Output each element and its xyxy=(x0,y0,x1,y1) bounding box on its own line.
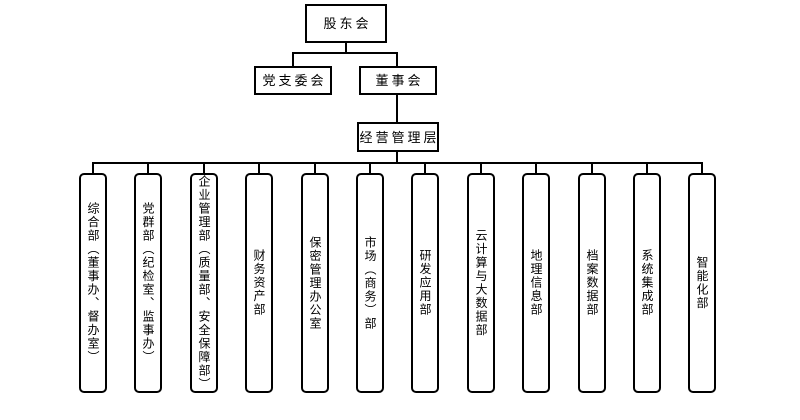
connector-line xyxy=(369,162,371,173)
connector-line xyxy=(535,162,537,173)
connector-line xyxy=(396,152,398,162)
department-box: 系统集成部 xyxy=(633,173,661,393)
connector-line xyxy=(203,162,205,173)
department-label: 智能化部 xyxy=(695,256,709,310)
department-label: 综合部（董事办、督办室） xyxy=(86,202,100,364)
connector-line xyxy=(292,52,294,66)
connector-line xyxy=(424,162,426,173)
department-label: 财务资产部 xyxy=(252,249,266,317)
node-shareholders: 股东会 xyxy=(305,4,387,43)
connector-line xyxy=(480,162,482,173)
connector-line xyxy=(396,52,398,66)
department-label: 党群部（纪检室、监事办） xyxy=(141,202,155,364)
department-box: 综合部（董事办、督办室） xyxy=(79,173,107,393)
department-box: 党群部（纪检室、监事办） xyxy=(134,173,162,393)
department-box: 企业管理部（质量部、安全保障部） xyxy=(190,173,218,393)
connector-line xyxy=(314,162,316,173)
department-box: 云计算与大数据部 xyxy=(467,173,495,393)
department-label: 云计算与大数据部 xyxy=(474,229,488,337)
connector-line xyxy=(345,42,347,53)
department-box: 智能化部 xyxy=(688,173,716,393)
department-box: 市场（商务）部 xyxy=(356,173,384,393)
department-box: 保密管理办公室 xyxy=(301,173,329,393)
department-label: 地理信息部 xyxy=(529,249,543,317)
connector-line xyxy=(396,95,398,122)
node-party-branch-committee: 党支委会 xyxy=(254,66,332,95)
connector-line xyxy=(646,162,648,173)
connector-line xyxy=(258,162,260,173)
department-box: 财务资产部 xyxy=(245,173,273,393)
connector-line xyxy=(92,162,94,173)
connector-line xyxy=(591,162,593,173)
node-management-level: 经营管理层 xyxy=(357,122,439,152)
connector-line xyxy=(92,162,704,164)
node-board-of-directors: 董事会 xyxy=(359,66,437,95)
connector-line xyxy=(701,162,703,173)
department-label: 档案数据部 xyxy=(585,249,599,317)
department-box: 地理信息部 xyxy=(522,173,550,393)
department-label: 企业管理部（质量部、安全保障部） xyxy=(197,175,211,391)
department-label: 市场（商务）部 xyxy=(363,235,377,331)
department-box: 档案数据部 xyxy=(578,173,606,393)
connector-line xyxy=(292,52,398,54)
department-label: 保密管理办公室 xyxy=(308,235,322,331)
department-box: 研发应用部 xyxy=(411,173,439,393)
department-label: 系统集成部 xyxy=(640,249,654,317)
connector-line xyxy=(147,162,149,173)
department-label: 研发应用部 xyxy=(418,249,432,317)
